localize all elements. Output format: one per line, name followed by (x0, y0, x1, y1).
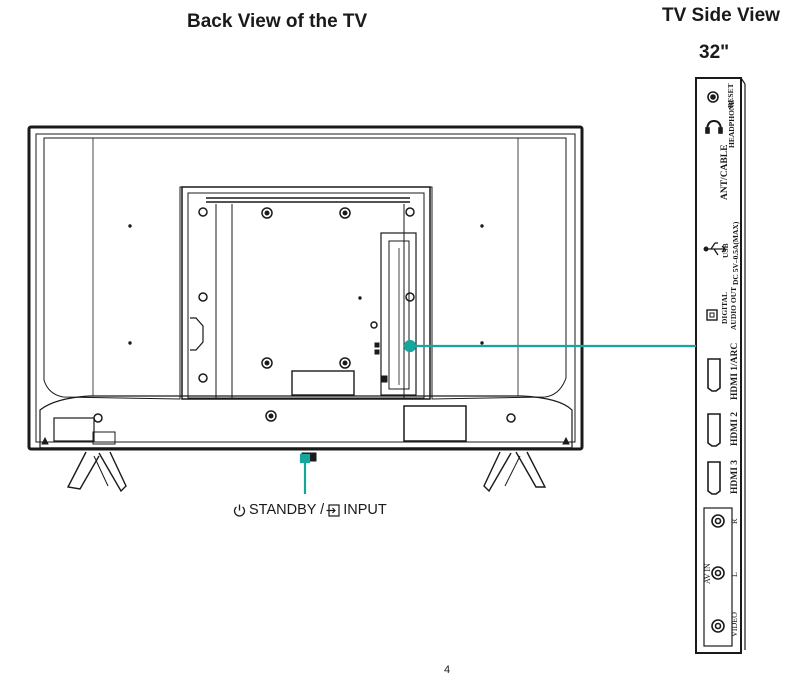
headphone-icon (705, 119, 723, 134)
tv-size-label: 32" (699, 42, 730, 63)
r-label: R (730, 518, 739, 524)
usb-label: USB (721, 243, 730, 258)
headphone-label: HEADPHONE (727, 100, 736, 148)
hdmi3-label: HDMI 3 (730, 460, 740, 494)
standby-input-label: STANDBY / INPUT (232, 502, 387, 518)
side-port-callout-dot (403, 339, 417, 353)
usb-power-label: DC 5V–0.5A(MAX) (731, 221, 740, 285)
side-view-title: TV Side View (662, 5, 780, 26)
ant-cable-label: ANT/CABLE (720, 145, 730, 200)
audio-out-label: AUDIO OUT (729, 287, 738, 330)
digital-label: DIGITAL (720, 292, 729, 324)
power-icon (233, 504, 246, 517)
side-ports (703, 91, 726, 633)
standby-callout-marker (299, 453, 311, 464)
callout-lines (299, 339, 696, 494)
page-number: 4 (444, 664, 451, 676)
video-label: VIDEO (730, 612, 739, 637)
l-label: L (730, 572, 739, 577)
standby-text: STANDBY / (249, 502, 325, 518)
usb-icon (703, 242, 726, 256)
input-text: INPUT (343, 502, 387, 518)
side-panel-outline (695, 77, 746, 654)
reset-label: RESET (726, 83, 735, 108)
back-view-title: Back View of the TV (187, 11, 368, 32)
input-icon (326, 503, 340, 517)
side-port-labels: RESET HEADPHONE ANT/CABLE USB DC 5V–0.5A… (703, 83, 740, 637)
av-in-label: AV IN (703, 563, 712, 584)
hdmi2-label: HDMI 2 (730, 412, 740, 446)
tv-back-panel (27, 125, 584, 451)
mount-screws (41, 207, 570, 462)
hdmi1-label: HDMI 1/ARC (730, 343, 740, 400)
tv-stand-legs (66, 451, 547, 493)
